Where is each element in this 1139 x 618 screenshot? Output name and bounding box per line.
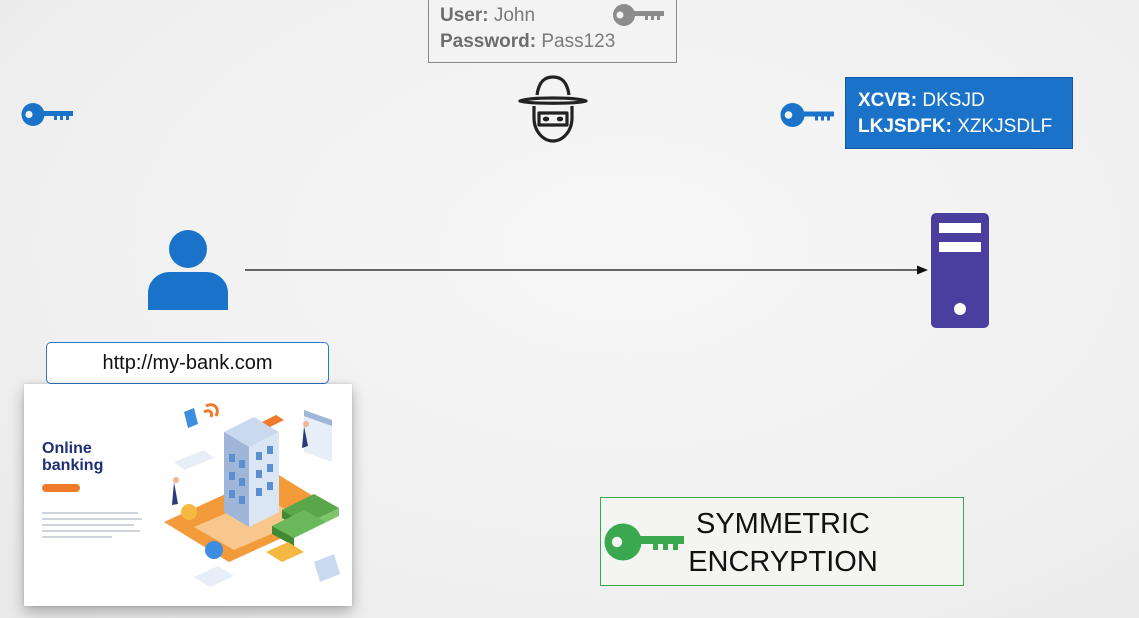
server-key-icon	[780, 103, 834, 127]
encrypted-label-1: XCVB:	[858, 90, 918, 111]
bank-title: Online banking	[42, 440, 103, 474]
user-row: User: John	[440, 3, 676, 29]
symmetric-encryption-label: SYMMETRIC ENCRYPTION	[688, 505, 878, 581]
bank-cta-button[interactable]	[42, 484, 80, 492]
bank-text-line	[42, 512, 138, 514]
request-arrow	[245, 265, 928, 275]
user-icon	[148, 230, 228, 310]
url-bar[interactable]: http://my-bank.com	[46, 342, 329, 384]
client-key-icon	[21, 103, 73, 126]
bank-title-line-2: banking	[42, 457, 104, 474]
encrypted-value-1: DKSJD	[922, 90, 985, 111]
symmetric-line-2: ENCRYPTION	[688, 546, 878, 578]
bank-text-line	[42, 518, 142, 520]
password-label: Password:	[440, 31, 537, 52]
encrypted-credentials-box: XCVB: DKSJD LKJSDFK: XZKJSDLF	[845, 77, 1073, 149]
encrypted-row-2: LKJSDFK: XZKJSDLF	[858, 114, 1072, 140]
grey-key-icon	[613, 4, 664, 26]
encrypted-label-2: LKJSDFK:	[858, 116, 952, 137]
bank-text-line	[42, 530, 140, 532]
encrypted-value-2: XZKJSDLF	[957, 116, 1053, 137]
url-text: http://my-bank.com	[102, 351, 273, 374]
user-label: User:	[440, 5, 489, 26]
bank-website-preview: Online banking	[24, 384, 352, 606]
hacker-icon	[518, 75, 588, 143]
user-value: John	[493, 5, 536, 26]
intercepted-credentials-box: User: John Password: Pass123	[428, 0, 677, 63]
encrypted-row-1: XCVB: DKSJD	[858, 88, 1072, 114]
bank-text-line	[42, 524, 134, 526]
banking-illustration	[164, 403, 340, 587]
symmetric-key-icon	[604, 523, 684, 561]
password-value: Pass123	[541, 31, 616, 52]
bank-title-line-1: Online	[42, 440, 92, 457]
server-icon	[931, 213, 989, 328]
symmetric-line-1: SYMMETRIC	[696, 508, 870, 540]
bank-text-line	[42, 536, 112, 538]
password-row: Password: Pass123	[440, 29, 676, 55]
